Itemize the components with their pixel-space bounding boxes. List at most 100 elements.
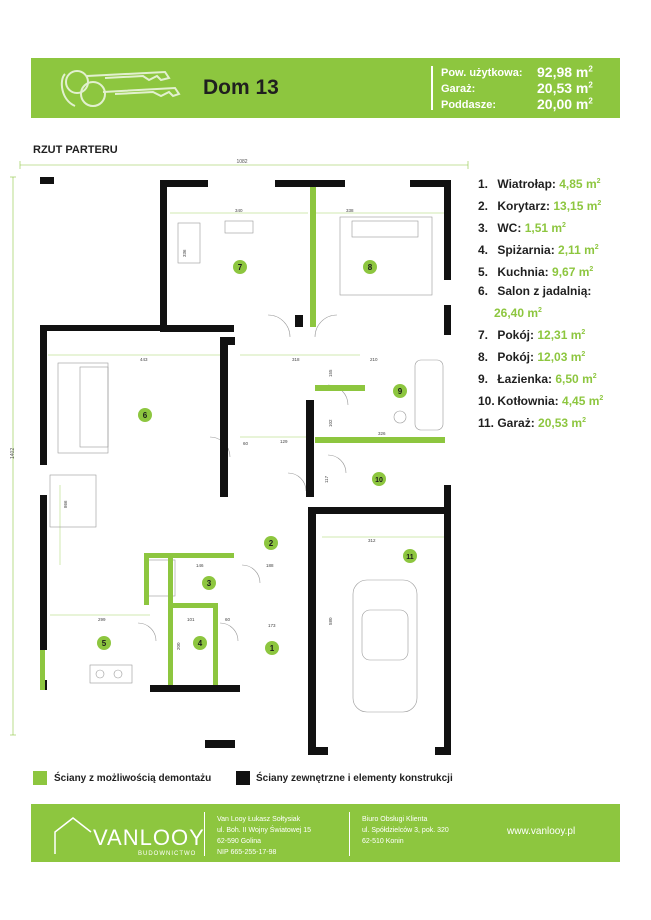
room-num: 8. xyxy=(478,350,489,364)
room-number: 7 xyxy=(238,263,243,272)
dim-label: 101 xyxy=(187,617,195,622)
room-area-sup: 2 xyxy=(592,373,597,380)
room-area: 1,51 m xyxy=(524,221,563,235)
room-badges: 7 8 6 9 10 2 3 11 4 5 1 xyxy=(97,260,417,655)
room-name: Kuchnia: xyxy=(497,265,549,279)
area-label: Pow. użytkowa: xyxy=(441,67,523,79)
room-number: 9 xyxy=(398,387,403,396)
dim-label: 580 xyxy=(328,617,333,625)
dim-label: 210 xyxy=(370,357,378,362)
room-area: 12,31 m xyxy=(537,328,582,342)
area-unit-sup: 2 xyxy=(588,96,593,106)
vanlooy-logo: VANLOOY BUDOWNICTWO xyxy=(51,812,204,857)
room-number: 2 xyxy=(269,539,274,548)
room-num: 4. xyxy=(478,243,489,257)
room-name: Salon z jadalnią: xyxy=(497,284,592,298)
dim-label: 173 xyxy=(268,623,276,628)
room-area-sup: 2 xyxy=(589,266,594,273)
room-num: 5. xyxy=(478,265,489,279)
room-area-sup: 2 xyxy=(581,329,586,336)
dim-label: 338 xyxy=(346,208,354,213)
header-banner: Dom 13 Pow. użytkowa: 92,98 m2 Garaż: 20… xyxy=(31,58,620,118)
area-row-attic: Poddasze: 20,00 m2 xyxy=(441,96,616,114)
dimension-labels: 340 338 336 443 318 210 155 102 129 60 3… xyxy=(63,208,386,650)
plan-title: RZUT PARTERU xyxy=(33,144,118,156)
room-number: 10 xyxy=(375,477,383,484)
room-item: 10. Kotłownia: 4,45 m2 xyxy=(478,389,638,411)
room-area-sup: 2 xyxy=(562,222,566,229)
logo-subtext: BUDOWNICTWO xyxy=(138,851,197,857)
dim-label: 312 xyxy=(368,538,376,543)
room-num: 2. xyxy=(478,199,489,213)
room-area-sup: 2 xyxy=(594,244,599,251)
room-number: 1 xyxy=(270,644,275,653)
company-line: ul. Boh. II Wojny Światowej 15 xyxy=(217,827,312,834)
dim-label: 117 xyxy=(324,475,329,483)
room-area: 4,45 m xyxy=(562,394,600,408)
company-info: Van Looy Łukasz Sołtysiak ul. Boh. II Wo… xyxy=(217,814,311,858)
footer-divider xyxy=(204,812,205,856)
room-item: 4. Spiżarnia: 2,11 m2 xyxy=(478,238,638,260)
room-area-sup: 2 xyxy=(538,307,542,314)
room-num: 6. xyxy=(478,284,489,298)
page-title: Dom 13 xyxy=(203,76,279,99)
footer-divider xyxy=(349,812,350,856)
room-name: Korytarz: xyxy=(497,199,551,213)
dim-label: 102 xyxy=(328,419,333,427)
area-unit-sup: 2 xyxy=(588,64,593,74)
floor-plan: 1082 1402 xyxy=(10,159,469,755)
office-line: 62-510 Konin xyxy=(362,838,404,845)
dim-label: 866 xyxy=(63,500,68,508)
footer-banner: VANLOOY BUDOWNICTWO Van Looy Łukasz Sołt… xyxy=(31,804,620,862)
room-name: Wiatrołap: xyxy=(497,177,556,191)
room-num: 11. xyxy=(478,416,495,430)
area-value: 20,00 m xyxy=(537,96,589,112)
dim-label: 188 xyxy=(266,563,274,568)
company-line: 62-590 Golina xyxy=(217,838,261,845)
website-link[interactable]: www.vanlooy.pl xyxy=(507,826,576,837)
room-num: 10. xyxy=(478,394,495,408)
dim-total-width: 1082 xyxy=(236,159,247,165)
room-name: WC: xyxy=(497,221,522,235)
dim-label: 340 xyxy=(235,208,243,213)
legend-black-swatch xyxy=(236,771,250,785)
room-area: 4,85 m xyxy=(559,177,597,191)
room-item: 8. Pokój: 12,03 m2 xyxy=(478,345,638,367)
dim-label: 200 xyxy=(176,642,181,650)
room-number: 3 xyxy=(207,579,212,588)
room-area-sup: 2 xyxy=(581,351,586,358)
office-info: Biuro Obsługi Klienta ul. Spółdzielców 3… xyxy=(362,814,449,847)
dim-label: 326 xyxy=(378,431,386,436)
room-item: 2. Korytarz: 13,15 m2 xyxy=(478,194,638,216)
room-area: 12,03 m xyxy=(537,350,582,364)
company-line: Van Looy Łukasz Sołtysiak xyxy=(217,816,301,823)
room-num: 3. xyxy=(478,221,489,235)
room-area: 20,53 m xyxy=(538,416,583,430)
room-area-sup: 2 xyxy=(597,200,602,207)
house-logo-icon xyxy=(54,817,92,854)
dim-label: 336 xyxy=(182,249,187,257)
room-name: Pokój: xyxy=(497,350,535,364)
room-name: Garaż: xyxy=(497,416,535,430)
area-value: 92,98 m xyxy=(537,64,589,80)
keys-icon xyxy=(60,70,181,107)
room-item: 6. Salon z jadalnią: 26,40 m2 xyxy=(478,282,638,323)
room-num: 7. xyxy=(478,328,489,342)
logo-text: VANLOOY xyxy=(93,825,205,850)
room-area-sup: 2 xyxy=(599,395,604,402)
room-item: 9. Łazienka: 6,50 m2 xyxy=(478,367,638,389)
area-value: 20,53 m xyxy=(537,80,589,96)
room-item: 7. Pokój: 12,31 m2 xyxy=(478,323,638,345)
office-line: ul. Spółdzielców 3, pok. 320 xyxy=(362,827,449,834)
area-label: Garaż: xyxy=(441,83,476,95)
room-name: Łazienka: xyxy=(497,372,553,386)
dim-label: 318 xyxy=(292,357,300,362)
area-unit-sup: 2 xyxy=(588,80,593,90)
room-name: Kotłownia: xyxy=(497,394,559,408)
room-number: 5 xyxy=(102,639,107,648)
dim-total-height: 1402 xyxy=(10,448,16,459)
room-name: Pokój: xyxy=(497,328,535,342)
room-num: 9. xyxy=(478,372,489,386)
room-name: Spiżarnia: xyxy=(497,243,555,257)
header-divider xyxy=(431,66,433,110)
